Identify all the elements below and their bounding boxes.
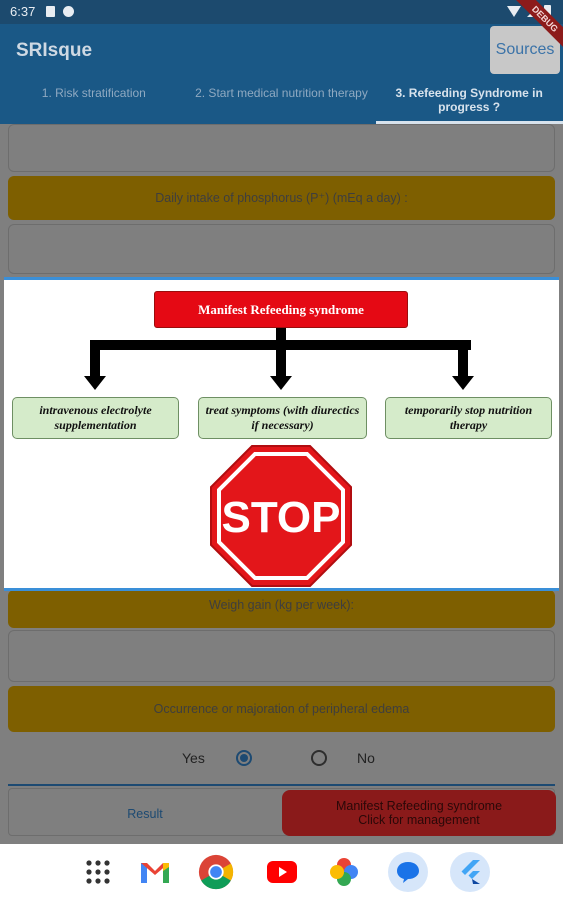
- divider: [8, 784, 555, 786]
- manifest-button-line2: Click for management: [358, 813, 480, 827]
- previous-input-field[interactable]: [8, 124, 555, 172]
- action-treat-symptoms: treat symptoms (with diurectics if neces…: [198, 397, 367, 439]
- weight-gain-label: Weigh gain (kg per week):: [8, 590, 555, 628]
- arrow-right-head: [452, 376, 474, 390]
- phosphorus-input[interactable]: [8, 224, 555, 274]
- form-background: Daily intake of phosphorus (P⁺) (mEq a d…: [0, 124, 563, 844]
- app-dock: [0, 844, 563, 900]
- debug-ribbon: DEBUG: [503, 0, 563, 60]
- flutter-icon[interactable]: [450, 852, 490, 892]
- photos-icon[interactable]: [326, 854, 362, 890]
- sim-icon: [46, 6, 55, 17]
- yes-radio[interactable]: [236, 750, 252, 766]
- status-time: 6:37: [10, 4, 36, 19]
- manifest-button-line1: Manifest Refeeding syndrome: [335, 799, 503, 813]
- youtube-icon[interactable]: [264, 854, 300, 890]
- stop-sign-text: STOP: [221, 493, 340, 542]
- tab-start-nutrition-therapy[interactable]: 2. Start medical nutrition therapy: [195, 86, 368, 100]
- tab-bar: 1. Risk stratification 2. Start medical …: [0, 82, 563, 124]
- arrow-stem-top: [276, 328, 286, 348]
- manifest-refeeding-button[interactable]: Manifest Refeeding syndrome Click for ma…: [282, 790, 556, 836]
- tab-refeeding-syndrome[interactable]: 3. Refeeding Syndrome in progress ?: [395, 86, 543, 114]
- wifi-icon: [507, 6, 521, 17]
- status-bar: 6:37: [0, 0, 563, 24]
- sources-button[interactable]: Sources: [490, 26, 560, 74]
- stop-sign-icon: STOP: [210, 445, 352, 587]
- phosphorus-label: Daily intake of phosphorus (P⁺) (mEq a d…: [8, 176, 555, 220]
- management-dialog[interactable]: Manifest Refeeding syndrome intravenous …: [4, 277, 559, 591]
- edema-options: Yes No: [0, 744, 563, 772]
- edema-label: Occurrence or majoration of peripheral e…: [8, 686, 555, 732]
- apps-grid-icon[interactable]: [80, 854, 116, 890]
- diagram-arrows: [84, 328, 474, 390]
- action-iv-electrolytes: intravenous electrolyte supplementation: [12, 397, 179, 439]
- weight-gain-input[interactable]: [8, 630, 555, 682]
- diagram-header: Manifest Refeeding syndrome: [154, 291, 408, 328]
- notification-icon: [63, 6, 74, 17]
- tab-indicator: [376, 121, 563, 124]
- no-label: No: [357, 750, 375, 766]
- arrow-middle-stem: [276, 340, 286, 380]
- arrow-middle-head: [270, 376, 292, 390]
- action-stop-nutrition: temporarily stop nutrition therapy: [385, 397, 552, 439]
- gmail-icon[interactable]: [137, 854, 173, 890]
- debug-banner: DEBUG: [514, 0, 563, 50]
- no-radio[interactable]: [311, 750, 327, 766]
- app-bar: SRIsque Sources 1. Risk stratification 2…: [0, 24, 563, 124]
- messages-icon[interactable]: [388, 852, 428, 892]
- chrome-icon[interactable]: [198, 854, 234, 890]
- yes-label: Yes: [182, 750, 205, 766]
- management-diagram: Manifest Refeeding syndrome intravenous …: [4, 280, 559, 588]
- result-button[interactable]: Result: [100, 805, 190, 823]
- arrow-left-head: [84, 376, 106, 390]
- arrow-left-stem: [90, 340, 100, 380]
- app-title: SRIsque: [16, 40, 93, 61]
- arrow-right-stem: [458, 340, 468, 380]
- tab-risk-stratification[interactable]: 1. Risk stratification: [41, 86, 146, 100]
